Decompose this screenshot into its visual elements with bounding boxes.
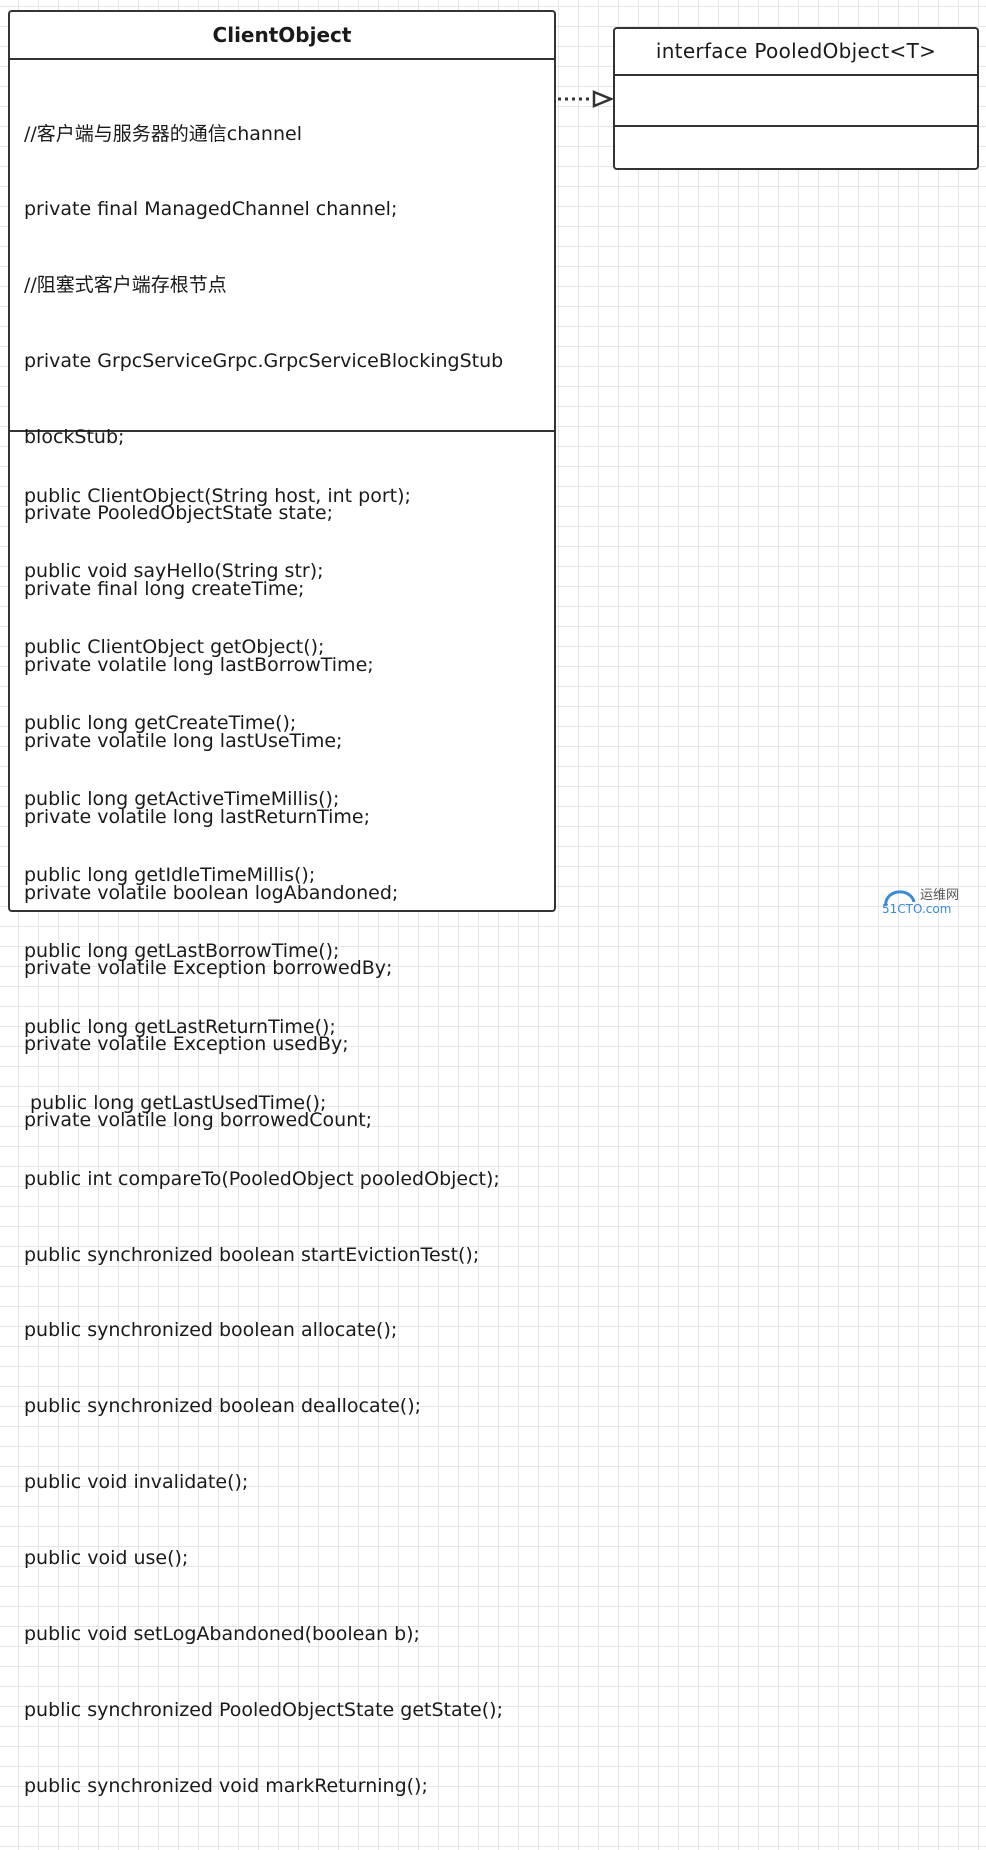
method-line: public synchronized boolean deallocate()… xyxy=(24,1395,422,1418)
watermark-cn-text: 运维网 xyxy=(920,888,960,903)
watermark-logo-icon xyxy=(884,890,916,907)
method-line: public long getCreateTime(); xyxy=(24,712,297,735)
method-line: public synchronized PooledObjectState ge… xyxy=(24,1698,503,1721)
attribute-line: private final ManagedChannel channel; xyxy=(24,198,398,221)
method-line: public ClientObject(String host, int por… xyxy=(24,484,411,507)
watermark-en-text: 51CTO.com xyxy=(882,902,952,916)
method-line: public long getLastReturnTime(); xyxy=(24,1015,336,1038)
realization-arrow xyxy=(558,90,614,108)
attribute-line: blockStub; xyxy=(24,426,125,449)
attribute-line: private volatile boolean logAbandoned; xyxy=(24,881,399,904)
attribute-line: private volatile long lastBorrowTime; xyxy=(24,653,374,676)
method-line: public void setLogAbandoned(boolean b); xyxy=(24,1622,420,1645)
method-line: public synchronized boolean startEvictio… xyxy=(24,1243,480,1266)
method-line: public synchronized boolean allocate(); xyxy=(24,1319,398,1342)
attribute-line: private volatile long lastReturnTime; xyxy=(24,805,371,828)
attribute-line: private volatile long lastUseTime; xyxy=(24,729,343,752)
attribute-line: //阻塞式客户端存根节点 xyxy=(24,274,227,297)
hollow-triangle-arrowhead xyxy=(592,90,614,108)
watermark: 运维网 51CTO.com xyxy=(878,882,982,924)
class-name: ClientObject xyxy=(10,12,554,60)
method-line: public synchronized void markReturning()… xyxy=(24,1774,428,1797)
attribute-line: private final long createTime; xyxy=(24,577,305,600)
interface-box-pooled-object[interactable]: interface PooledObject<T> xyxy=(613,27,979,170)
methods-section: public ClientObject(String host, int por… xyxy=(10,430,554,1850)
method-line: public void use(); xyxy=(24,1547,189,1570)
interface-name: interface PooledObject<T> xyxy=(615,29,977,76)
method-line: public void invalidate(); xyxy=(24,1471,249,1494)
method-line: public long getActiveTimeMillis(); xyxy=(24,788,340,811)
method-line: public long getLastBorrowTime(); xyxy=(24,939,340,962)
attributes-section: //客户端与服务器的通信channel private final Manage… xyxy=(10,60,554,1132)
method-line: public long getLastUsedTime(); xyxy=(24,1091,327,1114)
attribute-line: private PooledObjectState state; xyxy=(24,502,334,525)
interface-attributes-section xyxy=(615,76,977,127)
method-line: public ClientObject getObject(); xyxy=(24,636,325,659)
attribute-line: //客户端与服务器的通信channel xyxy=(24,122,302,145)
attribute-line: private GrpcServiceGrpc.GrpcServiceBlock… xyxy=(24,350,504,373)
method-line: public void sayHello(String str); xyxy=(24,560,324,583)
method-line: public int compareTo(PooledObject pooled… xyxy=(24,1167,500,1190)
class-box-client-object[interactable]: ClientObject //客户端与服务器的通信channel private… xyxy=(8,10,556,1797)
method-line: public long getIdleTimeMillis(); xyxy=(24,864,316,887)
